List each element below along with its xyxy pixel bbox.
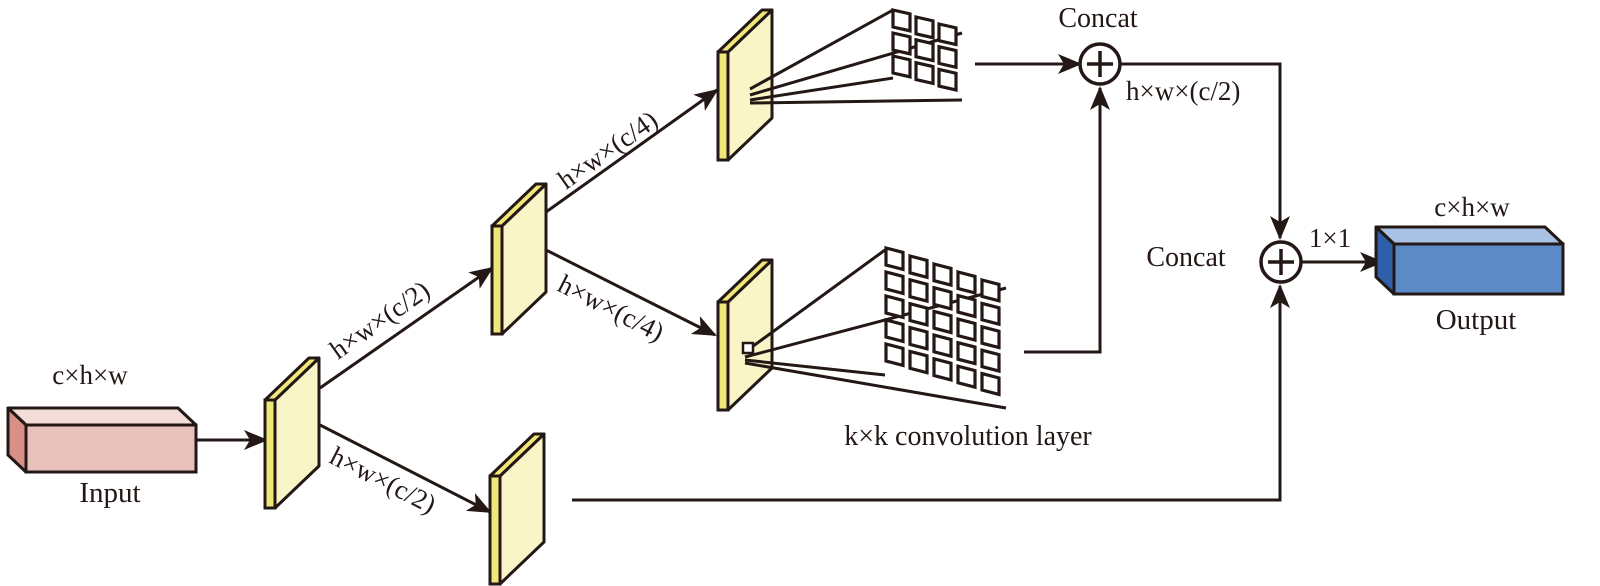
feature-map-side-edge bbox=[263, 398, 277, 510]
kernel-cell bbox=[956, 293, 977, 319]
kernel-cell bbox=[937, 44, 958, 70]
kernel-cell bbox=[980, 301, 1001, 327]
arrow-branch-b-to-final bbox=[572, 284, 1290, 502]
kernel-cell bbox=[884, 341, 905, 368]
input-name-label: Input bbox=[79, 477, 140, 509]
output-dims-label: c×h×w bbox=[1434, 192, 1510, 222]
concat-top-output-label: h×w×(c/2) bbox=[1126, 76, 1240, 106]
kernel-cell bbox=[956, 317, 977, 343]
feature-map-split-1 bbox=[263, 356, 321, 510]
arrow-large-kernel-to-concat bbox=[1024, 86, 1110, 354]
concat-top-label: Concat bbox=[1058, 3, 1138, 34]
kernel-cell bbox=[884, 293, 905, 320]
feature-map-side-edge bbox=[488, 474, 502, 586]
kernel-cell bbox=[891, 53, 912, 79]
kernel-cell bbox=[932, 261, 953, 288]
concat-top-node bbox=[1078, 42, 1122, 86]
kernel-cell bbox=[932, 356, 953, 382]
kernel-cell bbox=[914, 14, 935, 40]
output-front-face bbox=[1392, 242, 1565, 296]
kernel-cell bbox=[914, 60, 935, 86]
kernel-cell bbox=[980, 324, 1001, 350]
input-top-face bbox=[6, 406, 198, 427]
kernel-cell bbox=[908, 349, 929, 375]
feature-map-conv-large bbox=[716, 258, 774, 412]
kernel-cell bbox=[884, 269, 905, 296]
output-top-face bbox=[1374, 225, 1565, 246]
input-front-face bbox=[24, 423, 198, 474]
kernel-cell bbox=[908, 301, 929, 328]
branch2-upper-label: h×w×(c/4) bbox=[552, 105, 663, 195]
kernel-cell bbox=[937, 21, 958, 47]
output-name-label: Output bbox=[1436, 304, 1517, 336]
kernel-cell bbox=[956, 269, 977, 296]
kernel-cell bbox=[956, 340, 977, 366]
concat-final-label: Concat bbox=[1146, 242, 1226, 273]
kernel-small-grid bbox=[891, 7, 958, 92]
arrow-branch-a-lower bbox=[545, 248, 717, 337]
kernel-large-grid bbox=[884, 245, 1001, 397]
kernel-cell bbox=[908, 325, 929, 351]
kernel-cell bbox=[932, 333, 953, 359]
arrow-concat-top-to-final bbox=[1120, 62, 1290, 240]
feature-map-side-edge bbox=[716, 50, 730, 162]
feature-map-conv-small bbox=[716, 8, 774, 162]
arrow-branch-a-upper bbox=[545, 88, 719, 214]
input-tensor bbox=[6, 406, 198, 474]
kernel-cell bbox=[980, 371, 1001, 397]
kernel-large-patch bbox=[741, 341, 755, 355]
feature-map-branch-a bbox=[490, 182, 548, 336]
conv-layer-caption: k×k convolution layer bbox=[844, 421, 1092, 452]
kernel-cell bbox=[956, 364, 977, 390]
kernel-cell bbox=[980, 277, 1001, 303]
kernel-cell bbox=[908, 253, 929, 280]
branch2-lower-label: h×w×(c/4) bbox=[553, 269, 669, 348]
kernel-cell bbox=[908, 277, 929, 304]
feature-map-branch-b bbox=[488, 432, 546, 586]
feature-map-side-edge bbox=[716, 300, 730, 412]
kernel-cell bbox=[891, 30, 912, 56]
concat-final-node bbox=[1259, 240, 1303, 284]
kernel-cell bbox=[932, 285, 953, 311]
conv-1x1-label: 1×1 bbox=[1309, 223, 1351, 253]
kernel-cell bbox=[914, 37, 935, 63]
input-dims-label: c×h×w bbox=[52, 360, 128, 390]
kernel-cell bbox=[884, 245, 905, 272]
kernel-cell bbox=[932, 309, 953, 335]
kernel-cell bbox=[884, 317, 905, 344]
arrow-split-upper bbox=[319, 266, 494, 390]
branch1-lower-label: h×w×(c/2) bbox=[325, 441, 441, 520]
kernel-cell bbox=[980, 348, 1001, 374]
kernel-cell bbox=[891, 7, 912, 33]
output-tensor bbox=[1374, 225, 1565, 296]
kernel-cell bbox=[937, 67, 958, 92]
arrow-split-lower bbox=[319, 423, 492, 514]
feature-map-side-edge bbox=[490, 224, 504, 336]
